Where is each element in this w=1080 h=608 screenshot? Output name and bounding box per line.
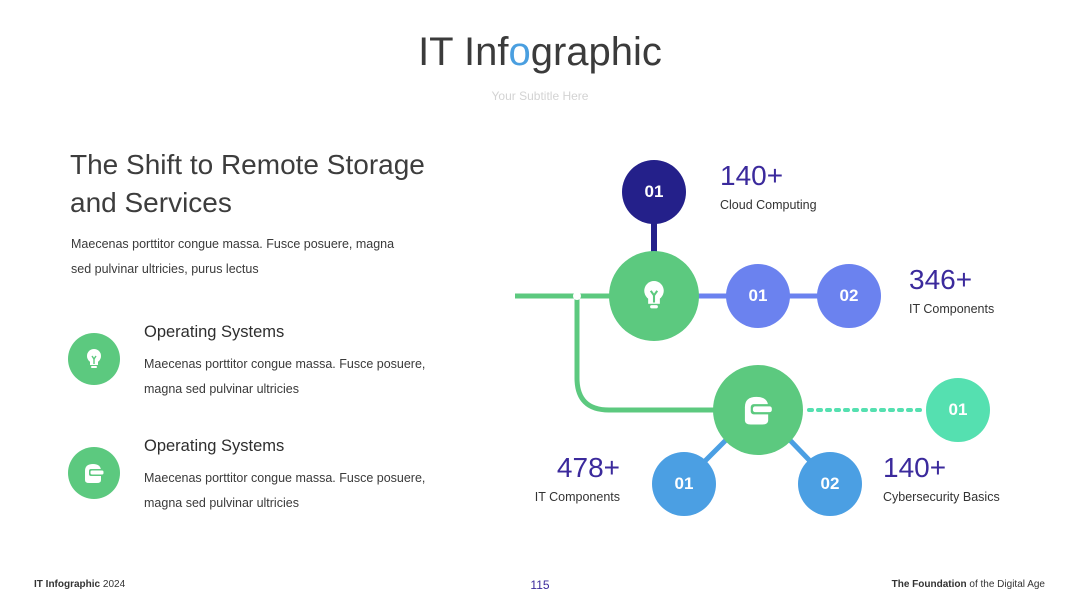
lightbulb-icon: [87, 349, 101, 368]
feature-1-line-1: Maecenas porttitor congue massa. Fusce p…: [144, 357, 426, 371]
vr-headset-icon: [744, 396, 774, 425]
stat-3: 478+ IT Components: [520, 452, 620, 504]
footer-right: The Foundation of the Digital Age: [892, 579, 1045, 590]
top-node: 01: [622, 160, 686, 224]
feature-2-text: Maecenas porttitor congue massa. Fusce p…: [144, 466, 444, 516]
feature-1-title: Operating Systems: [144, 323, 285, 341]
footer-right-rest: of the Digital Age: [966, 579, 1045, 590]
heading-line-2: and Services: [70, 187, 232, 218]
feature-2-line-1: Maecenas porttitor congue massa. Fusce p…: [144, 471, 426, 485]
feature-2-badge: [68, 447, 120, 499]
footer-left-bold: IT Infographic: [34, 579, 101, 590]
stat-2-value: 346+: [909, 264, 973, 295]
stat-4-label: Cybersecurity Basics: [883, 490, 1000, 504]
stat-4: 140+ Cybersecurity Basics: [883, 452, 1000, 504]
feature-1-line-2: magna sed pulvinar ultricies: [144, 382, 299, 396]
stat-4-value: 140+: [883, 452, 947, 483]
heading-line-1: The Shift to Remote Storage: [70, 149, 425, 180]
page-subtitle: Your Subtitle Here: [491, 89, 589, 103]
title-highlight: o: [508, 30, 531, 74]
feature-2-title: Operating Systems: [144, 437, 285, 455]
page-title: IT Infographic: [0, 30, 1080, 75]
feature-1-text: Maecenas porttitor congue massa. Fusce p…: [144, 352, 444, 402]
hub-node-upper: [609, 251, 699, 341]
row-node-1: 01: [726, 264, 790, 328]
feature-1-badge: [68, 333, 120, 385]
dotted-node: 01: [926, 378, 990, 442]
stat-1: 140+ Cloud Computing: [720, 160, 817, 212]
connector-junction: [573, 292, 581, 300]
intro-text: Maecenas porttitor congue massa. Fusce p…: [71, 232, 411, 282]
intro-line-1: Maecenas porttitor congue massa. Fusce p…: [71, 237, 395, 251]
connector-main-curve: [574, 296, 720, 413]
lightbulb-icon: [644, 281, 664, 309]
title-text-1: IT Inf: [418, 30, 509, 74]
footer-left: IT Infographic 2024: [34, 579, 125, 590]
bottom-node-left: 01: [652, 452, 716, 516]
stat-1-value: 140+: [720, 160, 784, 191]
stat-3-value: 478+: [556, 452, 620, 483]
title-text-2: graphic: [530, 30, 662, 74]
page-number: 115: [530, 578, 550, 592]
bottom-node-right: 02: [798, 452, 862, 516]
intro-line-2: sed pulvinar ultricies, purus lectus: [71, 262, 259, 276]
hub-node-lower: [713, 365, 803, 455]
stat-2: 346+ IT Components: [909, 264, 994, 316]
stat-1-label: Cloud Computing: [720, 198, 817, 212]
row-node-2: 02: [817, 264, 881, 328]
footer-right-bold: The Foundation: [891, 579, 967, 590]
stat-3-label: IT Components: [534, 490, 620, 504]
feature-2-line-2: magna sed pulvinar ultricies: [144, 496, 299, 510]
section-heading: The Shift to Remote Storage and Services: [70, 146, 470, 222]
footer-left-rest: 2024: [100, 579, 126, 590]
stat-2-label: IT Components: [909, 302, 995, 316]
vr-headset-icon: [85, 464, 105, 483]
